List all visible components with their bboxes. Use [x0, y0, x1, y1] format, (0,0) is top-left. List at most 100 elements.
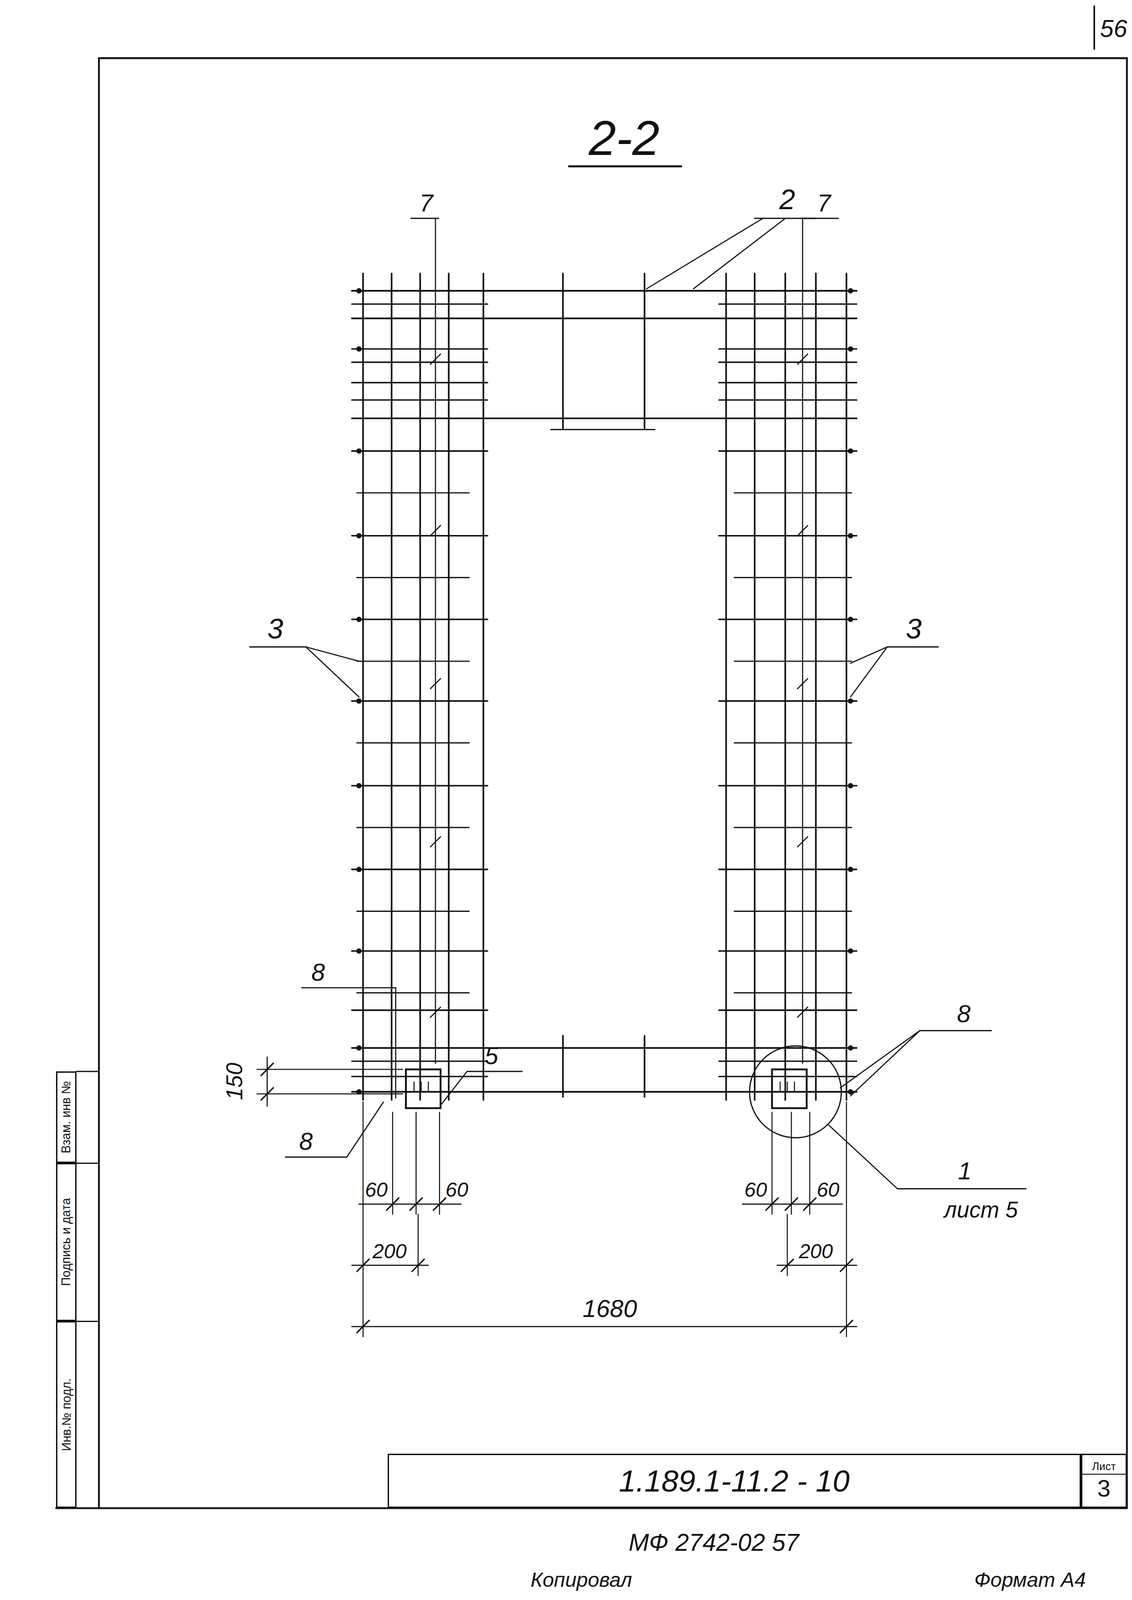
horizontal-bar [351, 417, 857, 420]
bar-7-tick [430, 678, 441, 689]
bar-7-tick [430, 1006, 441, 1017]
leader-line [897, 1187, 1026, 1189]
bar-end-dot [356, 782, 362, 789]
dimension-tick [357, 1258, 370, 1271]
horizontal-bar [718, 1009, 857, 1011]
extension-line [809, 1111, 810, 1214]
horizontal-bar [351, 700, 488, 702]
dimension-value: 150 [223, 1062, 246, 1100]
bar-7-tick [430, 836, 441, 847]
horizontal-bar [718, 784, 857, 786]
leader-line [302, 986, 396, 989]
stamp-label: Подпись и дата [60, 1197, 73, 1286]
short-bar [734, 491, 852, 494]
bar-2 [643, 273, 646, 429]
horizontal-bar [351, 534, 488, 537]
dimension-tick [261, 1087, 274, 1100]
bar-end-dot [356, 287, 362, 294]
horizontal-bar [718, 399, 857, 401]
callout-number: 8 [299, 1128, 313, 1154]
copy-note: Копировал [530, 1568, 633, 1589]
horizontal-bar [351, 450, 488, 452]
horizontal-bar [351, 1090, 857, 1093]
bar-end-dot [847, 448, 854, 454]
bar-end-dot [356, 448, 362, 454]
stamp-cell: Подпись и дата [56, 1162, 77, 1321]
callout-number: 7 [419, 190, 434, 216]
horizontal-bar [718, 1075, 857, 1077]
bar-end-dot [356, 866, 362, 872]
callout-number: 7 [817, 190, 831, 216]
leader-line [693, 218, 785, 289]
horizontal-bar [351, 317, 857, 320]
horizontal-bar [718, 450, 857, 452]
dimension-tick [261, 1062, 274, 1076]
leader-line [285, 1156, 347, 1158]
horizontal-bar [550, 428, 655, 431]
dimension-tick [411, 1258, 425, 1271]
dimension-value: 60 [744, 1178, 768, 1200]
bar-end-dot [847, 947, 854, 954]
vertical-bar [362, 273, 364, 1100]
bar-7-tick [430, 525, 441, 536]
dimension-line [358, 1203, 461, 1204]
dimension-value: 200 [372, 1239, 407, 1261]
horizontal-bar [718, 1060, 857, 1062]
title-block-cell: 1.189.1-11.2 - 10 [387, 1453, 1081, 1508]
short-bar [734, 910, 852, 912]
stamp-cell: Инв.№ подл. [56, 1320, 77, 1508]
stamp-label: Инв.№ подл. [60, 1377, 73, 1451]
vertical-bar [447, 273, 450, 1100]
bar-7-tick [797, 1006, 808, 1017]
bar-end-dot [847, 346, 854, 352]
horizontal-bar [351, 618, 488, 620]
plate-mark [413, 1081, 415, 1092]
sheet-number: 3 [1080, 1474, 1128, 1502]
horizontal-bar [718, 700, 857, 702]
bar-7 [435, 218, 436, 1063]
sheet-number-cell: Лист3 [1080, 1453, 1127, 1508]
horizontal-bar [351, 381, 488, 384]
short-bar [734, 742, 852, 744]
vertical-bar [753, 273, 756, 1100]
horizontal-bar [718, 381, 857, 384]
horizontal-bar [718, 303, 857, 305]
detail-number: 1 [957, 1158, 972, 1184]
dimension-tick [781, 1258, 794, 1271]
dimension-line [266, 1056, 268, 1106]
callout-number: 3 [267, 614, 284, 643]
horizontal-bar [351, 868, 488, 870]
bar-end-dot [847, 782, 854, 789]
extension-line [256, 1092, 403, 1094]
horizontal-bar [351, 1075, 488, 1077]
leader-line [466, 1070, 523, 1072]
leader-line [850, 646, 888, 697]
bar-end-dot [356, 346, 362, 352]
vertical-bar [784, 273, 787, 1100]
bar-end-dot [356, 697, 362, 704]
bar-7-tick [797, 525, 808, 536]
format-note: Формат А4 [974, 1568, 1086, 1589]
sheet-caption: Лист [1080, 1458, 1128, 1475]
leader-line [850, 1030, 920, 1096]
short-bar [734, 991, 852, 994]
bar-end-dot [847, 1088, 854, 1095]
stamp-label: Взам. инв № [60, 1080, 73, 1153]
horizontal-bar [351, 1009, 488, 1011]
archive-stamp: МФ 2742-02 57 [628, 1529, 800, 1555]
short-bar [357, 991, 470, 994]
short-bar [357, 576, 470, 579]
plate-mark [786, 1081, 788, 1092]
bar-end-dot [847, 616, 854, 622]
plate-mark [779, 1081, 781, 1092]
horizontal-bar [718, 348, 857, 350]
dimension-tick [803, 1197, 816, 1210]
short-bar [357, 660, 470, 662]
stamp-line [76, 1162, 99, 1164]
bar-end-dot [356, 532, 362, 539]
horizontal-bar [718, 534, 857, 537]
leader-line [306, 646, 359, 697]
bar-7-tick [797, 353, 808, 364]
sheet-frame [97, 58, 100, 1508]
stamp-line [76, 1070, 99, 1072]
